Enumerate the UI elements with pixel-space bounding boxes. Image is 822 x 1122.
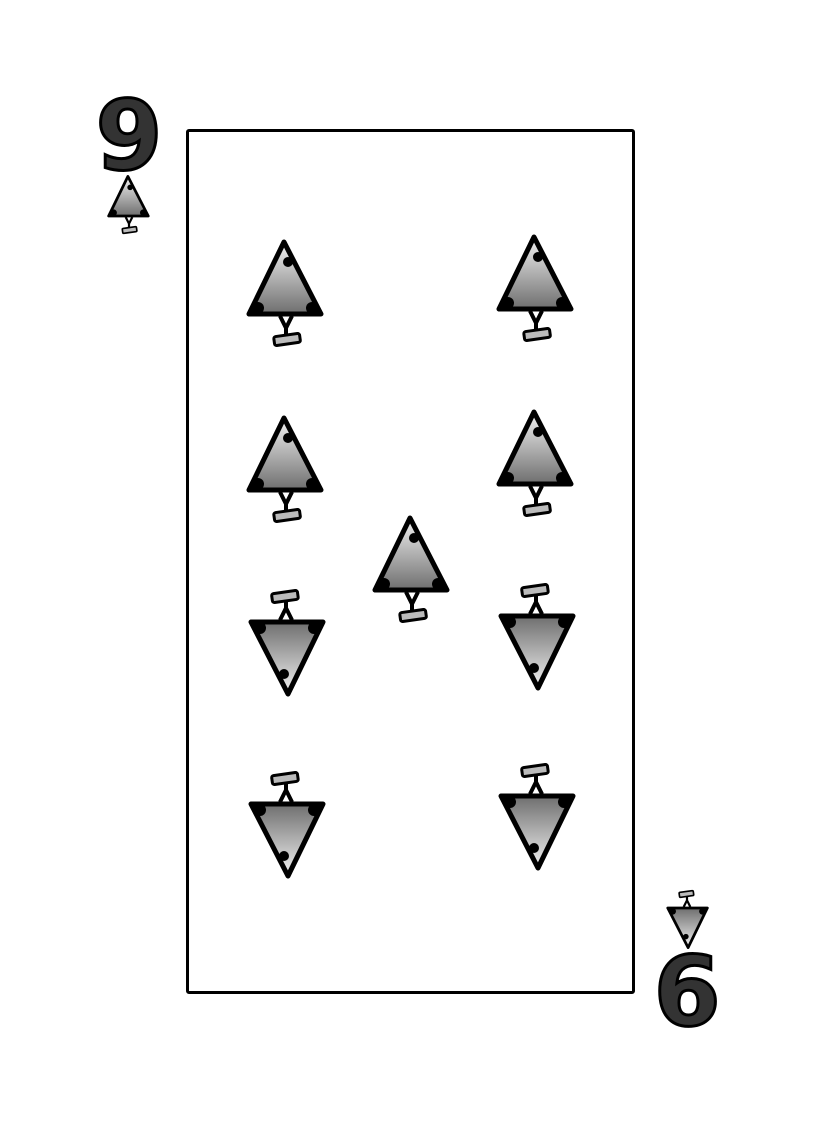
rank-bottom-right: 9 (652, 931, 722, 1046)
tree-pip-icon (246, 586, 326, 698)
card-face-border (186, 129, 635, 994)
corner-pip-icon (107, 174, 151, 236)
corner-pip-icon (665, 888, 709, 950)
tree-pip-icon (246, 238, 326, 350)
tree-pip-icon (496, 760, 576, 872)
tree-pip-icon (496, 580, 576, 692)
tree-pip-icon (246, 768, 326, 880)
tree-pip-icon (372, 514, 452, 626)
tree-pip-icon (246, 414, 326, 526)
tree-pip-icon (496, 408, 576, 520)
rank-top-left: 9 (94, 80, 164, 192)
tree-pip-icon (496, 233, 576, 345)
